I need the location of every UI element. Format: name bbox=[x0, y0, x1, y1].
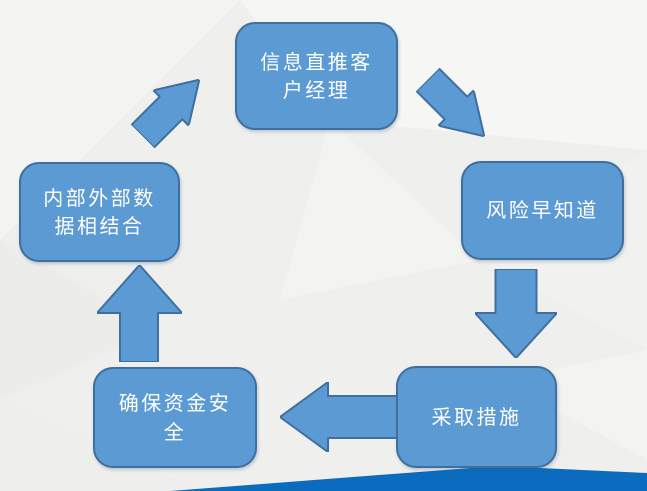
node-label: 确保资金安 全 bbox=[95, 389, 255, 446]
arrow-up-icon bbox=[97, 265, 182, 362]
node-label-line: 全 bbox=[163, 419, 187, 444]
node-label-line: 确保资金安 bbox=[118, 391, 232, 416]
arrow-up-right-icon bbox=[130, 78, 201, 149]
node-label-line: 内部外部数 bbox=[43, 185, 156, 210]
arrow-shape bbox=[97, 265, 182, 362]
node-label-line: 风险早知道 bbox=[486, 198, 599, 223]
node-risk-early: 风险早知道 bbox=[461, 161, 624, 260]
node-label: 风险早知道 bbox=[463, 196, 622, 224]
node-label: 内部外部数 据相结合 bbox=[21, 184, 178, 241]
arrow-shape bbox=[130, 78, 201, 149]
node-label: 信息直推客 户经理 bbox=[237, 48, 396, 105]
node-fund-safety: 确保资金安 全 bbox=[93, 367, 257, 468]
arrow-down-right-icon bbox=[415, 67, 486, 138]
arrow-shape bbox=[280, 382, 397, 452]
node-data-combine: 内部外部数 据相结合 bbox=[19, 162, 180, 262]
node-label-line: 户经理 bbox=[282, 78, 351, 102]
bottom-accent-band bbox=[170, 466, 647, 491]
node-label-line: 据相结合 bbox=[54, 214, 145, 238]
node-take-measures: 采取措施 bbox=[396, 366, 557, 468]
arrow-left-icon bbox=[280, 382, 397, 452]
node-label-line: 信息直推客 bbox=[260, 49, 373, 74]
background-facet bbox=[280, 120, 480, 300]
node-label: 采取措施 bbox=[398, 403, 555, 431]
background-facet bbox=[0, 240, 160, 400]
arrow-shape bbox=[415, 67, 486, 138]
arrow-down-icon bbox=[475, 269, 557, 358]
arrow-shape bbox=[475, 269, 557, 358]
node-info-push: 信息直推客 户经理 bbox=[235, 22, 398, 130]
node-label-line: 采取措施 bbox=[431, 404, 522, 429]
